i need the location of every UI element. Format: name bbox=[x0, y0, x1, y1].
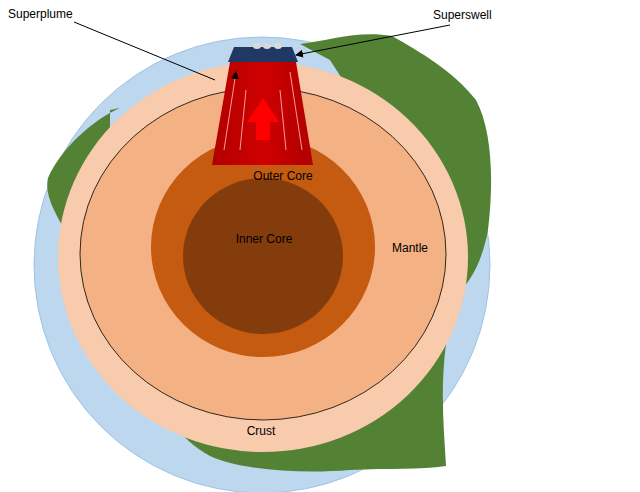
crust-layer bbox=[58, 62, 468, 452]
layer-label: Mantle bbox=[392, 242, 428, 255]
inner-core-node: Inner Core bbox=[183, 178, 343, 334]
flow-arrows bbox=[224, 72, 302, 150]
callout-label: Superplume bbox=[8, 8, 73, 21]
leader-line bbox=[74, 22, 215, 80]
inner-core-layer bbox=[183, 178, 343, 334]
layer-label: Crust bbox=[247, 425, 276, 438]
mantle-node: Mantle Outer CoreInner Core bbox=[80, 88, 446, 420]
volcano-dots bbox=[253, 43, 282, 49]
superswell-shape bbox=[228, 47, 298, 62]
superplume-shape bbox=[212, 62, 313, 165]
crust-node: Crust Mantle Outer CoreInner Core bbox=[58, 62, 468, 452]
outer-core-layer bbox=[151, 137, 375, 357]
layer-label: Outer Core bbox=[253, 170, 312, 183]
layer-label: Inner Core bbox=[236, 233, 293, 246]
upwelling-arrow bbox=[247, 98, 279, 140]
outer-core-node: Outer CoreInner Core bbox=[151, 137, 375, 357]
callout-label: Superswell bbox=[433, 9, 492, 22]
leader-line bbox=[296, 25, 450, 55]
mantle-layer bbox=[80, 88, 446, 420]
